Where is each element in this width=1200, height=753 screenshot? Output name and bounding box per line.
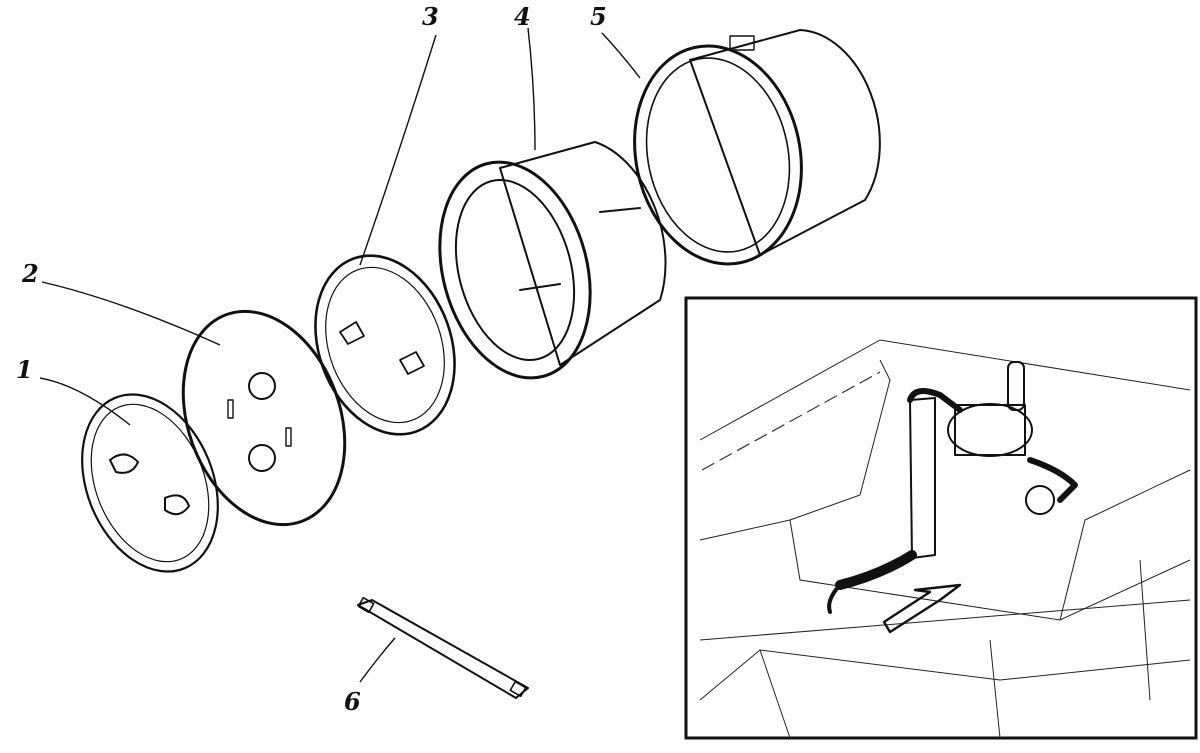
leader-6 [359, 637, 396, 683]
leader-3 [359, 34, 437, 266]
leader-2 [41, 281, 221, 346]
callout-2: 2 [21, 259, 39, 288]
callout-4: 4 [514, 2, 531, 31]
leader-5 [601, 32, 641, 79]
part-5-housing [633, 29, 881, 266]
part-4-mesh-ring [438, 141, 667, 380]
leader-4 [527, 27, 536, 151]
callout-5: 5 [590, 2, 607, 31]
leader-lines [39, 27, 641, 683]
installation-inset [684, 296, 1198, 740]
callout-6: 6 [344, 687, 361, 716]
callout-1: 1 [16, 355, 33, 384]
leader-1 [39, 377, 131, 426]
part-6-retaining-strip [357, 596, 529, 699]
part-3-reflector-plate [314, 254, 456, 436]
callout-3: 3 [422, 2, 439, 31]
